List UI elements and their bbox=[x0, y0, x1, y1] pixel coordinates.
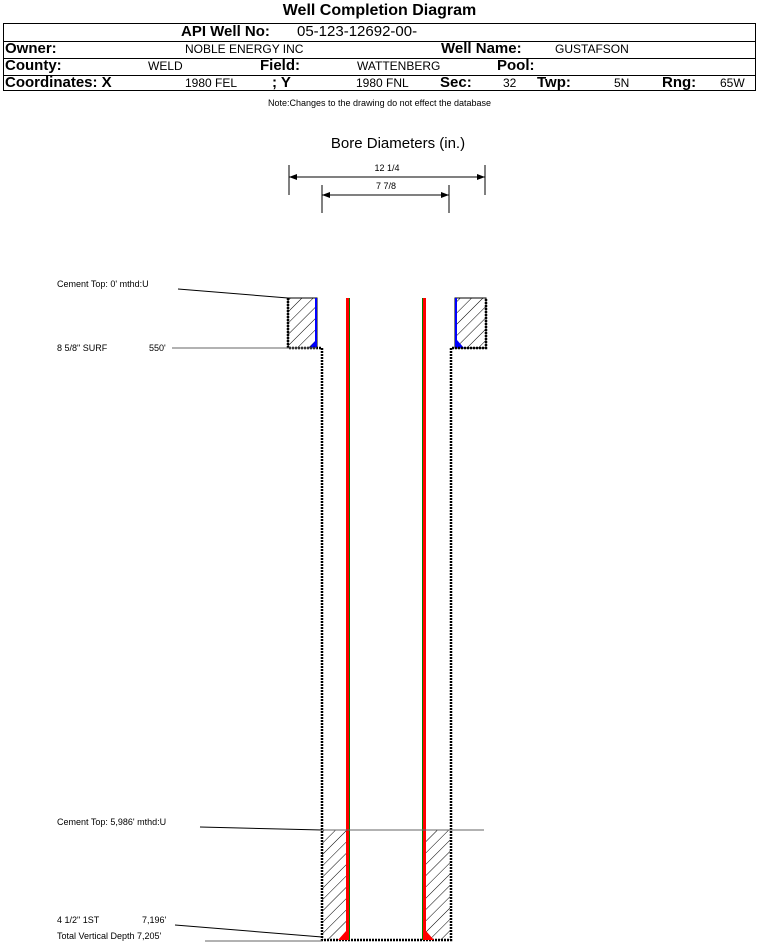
well-header-table: API Well No: 05-123-12692-00- Owner: NOB… bbox=[3, 23, 756, 91]
sec-value: 32 bbox=[503, 76, 517, 90]
coord-y-label: ; Y bbox=[272, 74, 291, 91]
bore-diameters-title: Bore Diameters (in.) bbox=[331, 135, 465, 152]
production-casing-depth: 7,196' bbox=[142, 915, 167, 925]
coord-x-label: Coordinates: X bbox=[5, 74, 112, 91]
api-label: API Well No: bbox=[181, 23, 270, 40]
bore-outer-dimension bbox=[288, 165, 486, 195]
production-casing-label: 4 1/2" 1ST bbox=[57, 915, 100, 925]
owner-label: Owner: bbox=[5, 40, 57, 57]
api-row: API Well No: 05-123-12692-00- bbox=[4, 23, 755, 42]
surface-casing-depth: 550' bbox=[149, 343, 166, 353]
surface-casing-label: 8 5/8" SURF bbox=[57, 343, 108, 353]
county-value: WELD bbox=[148, 59, 183, 73]
surface-cement bbox=[287, 297, 487, 349]
bore-inner-dimension bbox=[321, 185, 450, 213]
coordinates-row: Coordinates: X 1980 FEL ; Y 1980 FNL Sec… bbox=[4, 74, 755, 92]
production-casing bbox=[338, 298, 434, 940]
rng-label: Rng: bbox=[662, 74, 697, 91]
well-name-value: GUSTAFSON bbox=[555, 42, 629, 56]
pool-label: Pool: bbox=[497, 57, 535, 74]
rng-value: 65W bbox=[720, 76, 745, 90]
diagram-title: Well Completion Diagram bbox=[282, 2, 477, 19]
production-cement-top-label: Cement Top: 5,986' mthd:U bbox=[57, 817, 166, 827]
owner-row: Owner: NOBLE ENERGY INC Well Name: GUSTA… bbox=[4, 40, 755, 59]
coord-y-value: 1980 FNL bbox=[356, 76, 409, 90]
field-label: Field: bbox=[260, 57, 300, 74]
coord-x-value: 1980 FEL bbox=[185, 76, 238, 90]
twp-value: 5N bbox=[614, 76, 630, 90]
county-row: County: WELD Field: WATTENBERG Pool: bbox=[4, 57, 755, 76]
leader-lines bbox=[172, 288, 484, 942]
well-name-label: Well Name: bbox=[441, 40, 522, 57]
bore-outer-label: 12 1/4 bbox=[374, 163, 399, 173]
total-depth-label: Total Vertical Depth 7,205' bbox=[57, 931, 162, 941]
twp-label: Twp: bbox=[537, 74, 571, 91]
production-cement bbox=[322, 830, 450, 940]
field-value: WATTENBERG bbox=[357, 59, 441, 73]
sec-label: Sec: bbox=[440, 74, 472, 91]
api-value: 05-123-12692-00- bbox=[297, 23, 418, 40]
borehole-outline bbox=[286, 298, 488, 942]
database-note: Note:Changes to the drawing do not effec… bbox=[268, 98, 491, 108]
bore-inner-label: 7 7/8 bbox=[376, 181, 396, 191]
county-label: County: bbox=[5, 57, 62, 74]
owner-value: NOBLE ENERGY INC bbox=[185, 42, 304, 56]
surface-cement-top-label: Cement Top: 0' mthd:U bbox=[57, 279, 149, 289]
